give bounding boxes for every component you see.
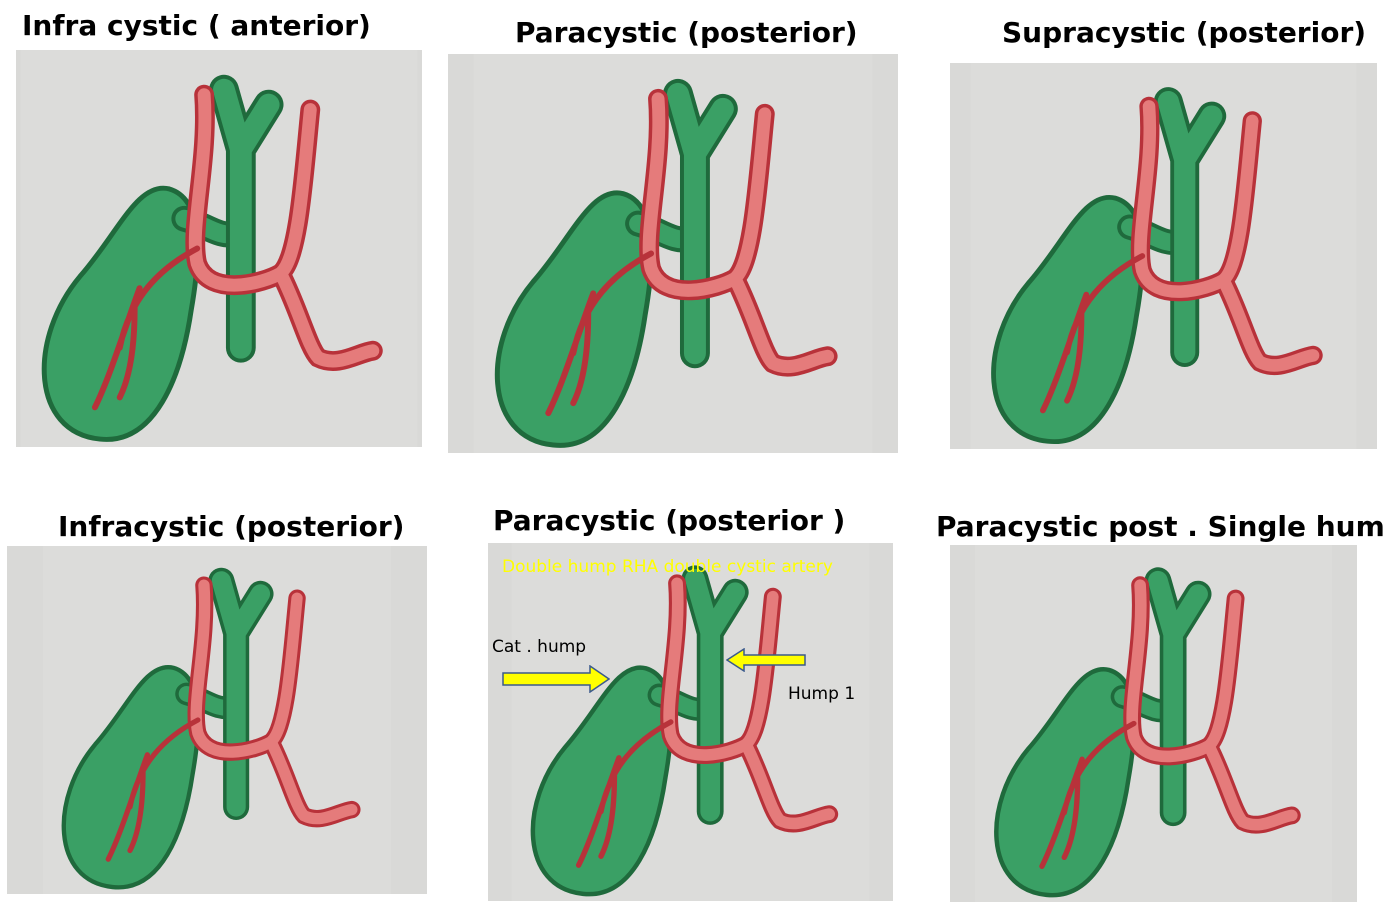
panel-title: Infracystic (posterior) [58, 510, 405, 543]
panel-title: Infra cystic ( anterior) [22, 9, 371, 42]
panel-title: Paracystic (posterior ) [493, 504, 846, 537]
drawing-infracystic-anterior [16, 50, 422, 447]
panel-title: Paracystic post . Single hump [936, 510, 1386, 543]
panel-title: Paracystic (posterior) [515, 16, 858, 49]
drawing-paracystic-single-hump [950, 545, 1357, 902]
drawing-paracystic-posterior [448, 54, 898, 453]
arrow-left-icon [726, 648, 806, 672]
drawing-infracystic-posterior [7, 546, 427, 894]
annotation-cat-hump: Cat . hump [492, 637, 587, 657]
drawing-paracystic-double-hump: Double hump RHA double cystic artery Cat… [488, 543, 893, 901]
arrow-right-icon [502, 665, 610, 693]
annotation-caption: Double hump RHA double cystic artery [502, 557, 833, 577]
annotation-hump-1: Hump 1 [788, 684, 856, 704]
drawing-supracystic-posterior [950, 63, 1377, 449]
panel-title: Supracystic (posterior) [1002, 16, 1367, 49]
